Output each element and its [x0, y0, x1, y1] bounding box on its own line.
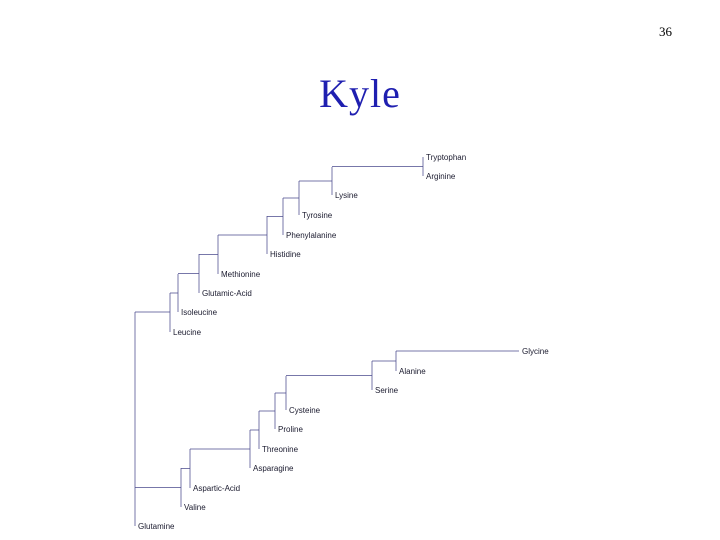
page-number: 36 — [659, 24, 672, 39]
leaf-label-proline: Proline — [278, 425, 303, 434]
leaf-label-valine: Valine — [184, 503, 206, 512]
leaf-label-glutamine: Glutamine — [138, 522, 175, 531]
leaf-label-glutamic-acid: Glutamic-Acid — [202, 289, 252, 298]
slide-title: Kyle — [319, 71, 401, 116]
tree-branches — [134, 157, 519, 526]
leaf-label-leucine: Leucine — [173, 328, 202, 337]
leaf-label-asparagine: Asparagine — [253, 464, 294, 473]
leaf-label-phenylalanine: Phenylalanine — [286, 231, 337, 240]
leaf-label-alanine: Alanine — [399, 367, 426, 376]
leaf-label-histidine: Histidine — [270, 250, 301, 259]
tree-labels: TryptophanArginineLysineTyrosinePhenylal… — [138, 153, 549, 531]
leaf-label-arginine: Arginine — [426, 172, 456, 181]
leaf-label-serine: Serine — [375, 386, 399, 395]
leaf-label-isoleucine: Isoleucine — [181, 308, 218, 317]
leaf-label-aspartic-acid: Aspartic-Acid — [193, 484, 240, 493]
leaf-label-methionine: Methionine — [221, 270, 261, 279]
leaf-label-cysteine: Cysteine — [289, 406, 321, 415]
leaf-label-glycine: Glycine — [522, 347, 549, 356]
leaf-label-tyrosine: Tyrosine — [302, 211, 333, 220]
leaf-label-threonine: Threonine — [262, 445, 299, 454]
leaf-label-lysine: Lysine — [335, 191, 358, 200]
leaf-label-tryptophan: Tryptophan — [426, 153, 466, 162]
